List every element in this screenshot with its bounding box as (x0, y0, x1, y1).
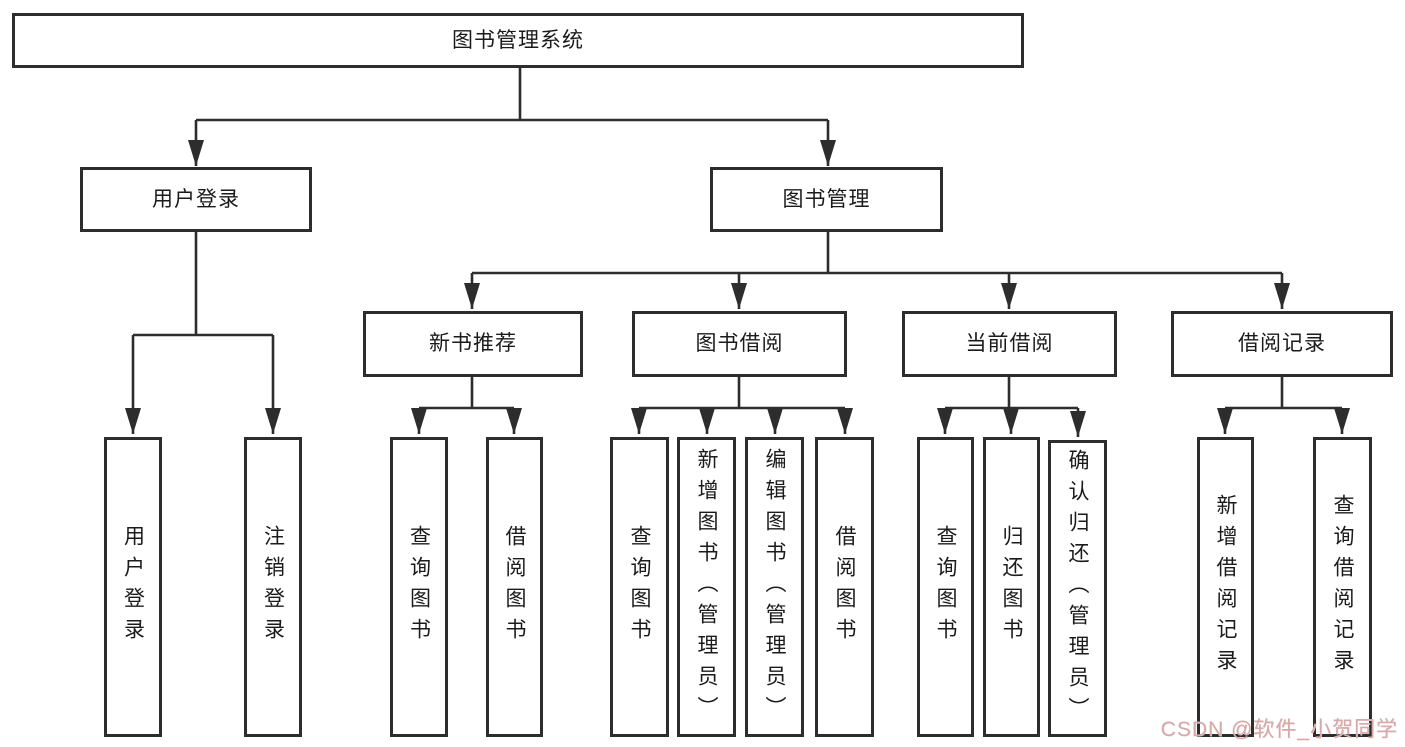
watermark-csdn: CSDN @软件_小贺同学 (1160, 718, 1398, 741)
leaf-confirm-return-admin: 确认归还（管理员） (1048, 440, 1107, 737)
leaf-query-borrow-record: 查询借阅记录 (1313, 437, 1372, 737)
leaf-query-books-borrowing: 查询图书 (610, 437, 669, 737)
leaf-query-books-current: 查询图书 (917, 437, 974, 737)
node-user-login: 用户登录 (80, 167, 312, 232)
node-current-borrowing: 当前借阅 (902, 311, 1117, 377)
leaf-edit-books-admin: 编辑图书（管理员） (745, 437, 804, 737)
node-book-management: 图书管理 (710, 167, 943, 232)
leaf-return-books: 归还图书 (983, 437, 1040, 737)
node-new-book-recommend: 新书推荐 (363, 311, 583, 377)
leaf-logout-login: 注销登录 (244, 437, 302, 737)
node-borrowing-records: 借阅记录 (1171, 311, 1393, 377)
connector-arrows (125, 120, 1350, 437)
leaf-add-books-admin: 新增图书（管理员） (677, 437, 736, 737)
leaf-user-login: 用户登录 (104, 437, 162, 737)
connector-trunks (133, 66, 1342, 410)
node-library-management-system: 图书管理系统 (12, 13, 1024, 68)
leaf-add-borrow-record: 新增借阅记录 (1197, 437, 1254, 737)
leaf-query-books-recommend: 查询图书 (390, 437, 448, 737)
leaf-borrow-books-borrowing: 借阅图书 (815, 437, 874, 737)
leaf-borrow-books-recommend: 借阅图书 (486, 437, 543, 737)
node-book-borrowing: 图书借阅 (632, 311, 847, 377)
